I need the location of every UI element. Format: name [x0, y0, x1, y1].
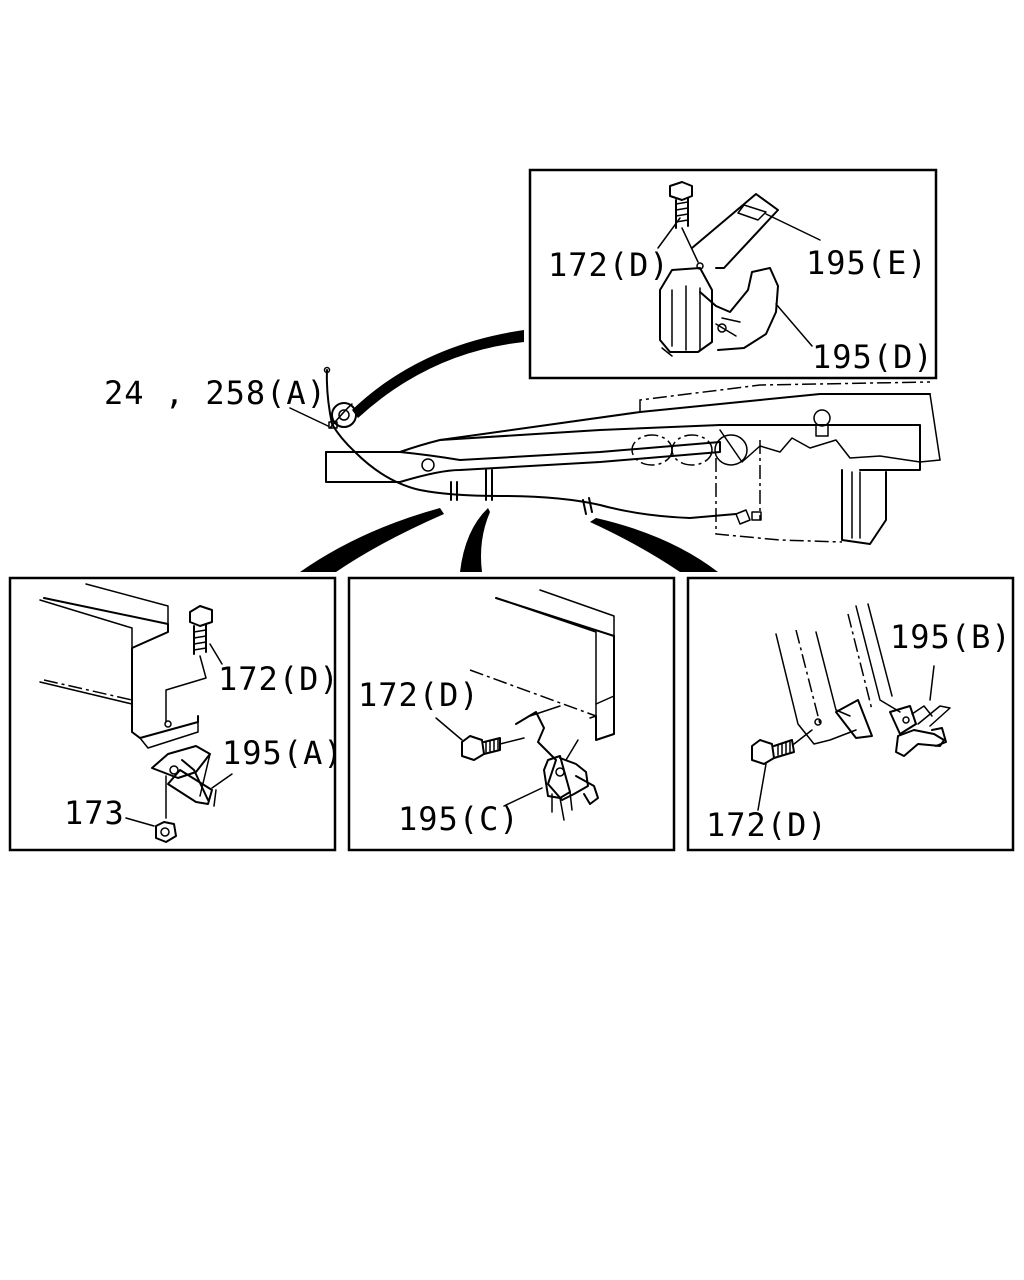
- label-left-clip: 195(A): [222, 734, 344, 772]
- label-right-bolt: 172(D): [706, 806, 828, 844]
- main-frame-assembly: [289, 366, 941, 545]
- callout-wedge-right: [590, 518, 718, 572]
- label-middle-clip: 195(C): [398, 800, 520, 838]
- detail-box-top: [528, 168, 938, 380]
- label-middle-bolt: 172(D): [358, 676, 480, 714]
- callout-wedge-left: [300, 508, 444, 572]
- label-left-bolt: 172(D): [218, 660, 340, 698]
- callout-wedge-top: [352, 330, 524, 418]
- label-top-bracket: 195(E): [806, 244, 928, 282]
- label-main-harness: 24 , 258(A): [104, 374, 327, 412]
- callout-wedge-middle: [460, 508, 490, 572]
- label-top-clip: 195(D): [812, 338, 934, 376]
- label-right-clip: 195(B): [890, 618, 1012, 656]
- label-left-nut: 173: [64, 794, 125, 832]
- detail-box-right: [686, 576, 1015, 852]
- detail-box-middle: [347, 576, 676, 852]
- label-top-bolt: 172(D): [548, 246, 670, 284]
- detail-box-left: [8, 576, 337, 852]
